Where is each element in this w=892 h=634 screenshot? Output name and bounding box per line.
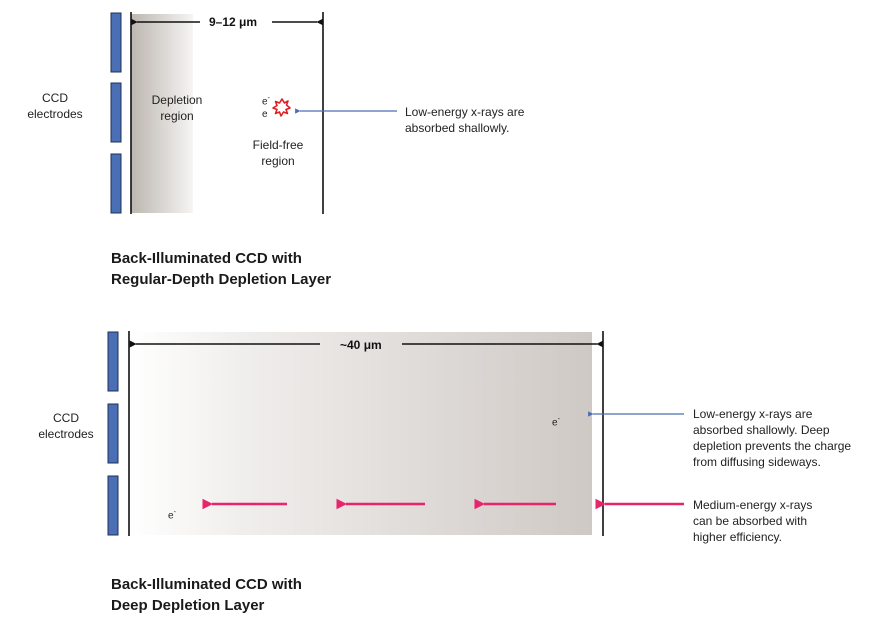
field-free-region-label: Field-free region [252, 138, 304, 168]
top-electron-1: e- [262, 95, 270, 108]
bottom-width-label: ~40 μm [340, 338, 382, 352]
burst-icon [272, 98, 291, 117]
bottom-electrode-2 [107, 403, 119, 464]
depletion-region-label: Depletion region [151, 93, 203, 123]
bottom-low-energy-note: Low-energy x-rays are absorbed shallowly… [693, 407, 852, 469]
top-caption: Back-Illuminated CCD with Regular-Depth … [111, 250, 332, 288]
top-electrode-1 [110, 12, 122, 73]
bottom-electrode-1 [107, 331, 119, 392]
top-depletion-region [131, 14, 193, 213]
top-width-label: 9–12 μm [203, 15, 264, 29]
bottom-caption: Back-Illuminated CCD with Deep Depletion… [111, 576, 302, 614]
top-electrodes-label: CCD electrodes [27, 91, 83, 121]
bottom-electron-2: e- [168, 509, 176, 522]
bottom-electrodes-label: CCD electrodes [38, 411, 94, 441]
top-electron-2: e [262, 109, 268, 120]
bottom-electrode-3 [107, 475, 119, 536]
top-electrode-2 [110, 82, 122, 143]
medium-energy-note: Medium-energy x-rays can be absorbed wit… [693, 498, 813, 544]
top-electrode-3 [110, 153, 122, 214]
top-low-energy-note: Low-energy x-rays are absorbed shallowly… [405, 105, 525, 135]
bottom-electron-1: e- [552, 416, 560, 429]
